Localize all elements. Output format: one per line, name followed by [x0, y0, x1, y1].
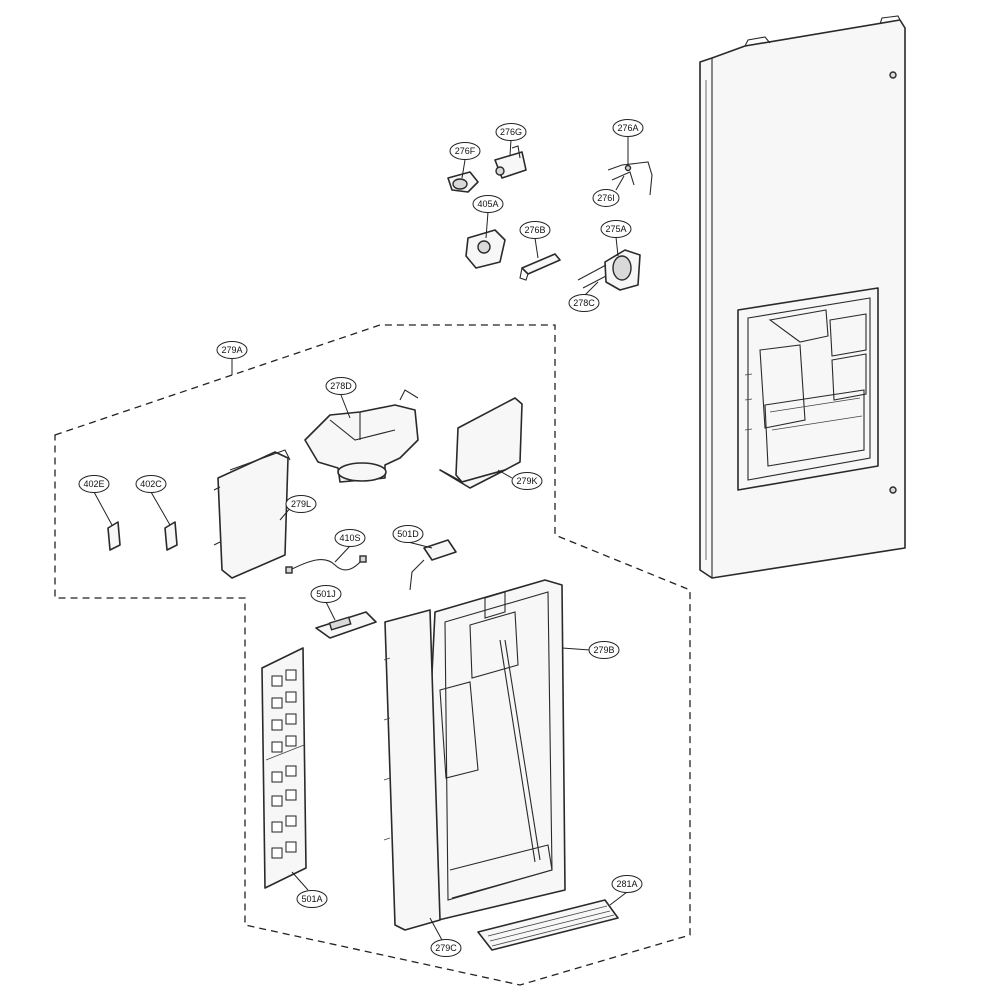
label-278D: 278D: [325, 377, 357, 395]
part-501A: [261, 647, 307, 889]
label-279L: 279L: [285, 495, 317, 513]
label-402E: 402E: [78, 475, 110, 493]
label-276A: 276A: [612, 119, 644, 137]
part-279B: [419, 579, 566, 923]
part-279K: [439, 397, 523, 489]
part-279C: [383, 609, 441, 931]
label-501D: 501D: [392, 525, 424, 543]
svg-text:276A: 276A: [617, 123, 638, 133]
svg-text:276B: 276B: [524, 225, 545, 235]
svg-text:279L: 279L: [291, 499, 311, 509]
label-410S: 410S: [334, 529, 366, 547]
label-278C: 278C: [568, 294, 600, 312]
svg-text:279B: 279B: [593, 645, 614, 655]
svg-text:276F: 276F: [455, 146, 476, 156]
svg-text:279A: 279A: [221, 345, 242, 355]
part-410S: [285, 555, 367, 574]
assembly-boundary-279A: [54, 324, 691, 986]
label-405A: 405A: [472, 195, 504, 213]
svg-text:501D: 501D: [397, 529, 419, 539]
label-501A: 501A: [296, 890, 328, 908]
svg-text:501J: 501J: [316, 589, 336, 599]
svg-text:410S: 410S: [339, 533, 360, 543]
svg-text:281A: 281A: [616, 879, 637, 889]
svg-text:279K: 279K: [516, 476, 537, 486]
svg-text:405A: 405A: [477, 199, 498, 209]
label-276G: 276G: [495, 123, 527, 141]
part-281A: [477, 899, 619, 951]
label-501J: 501J: [310, 585, 342, 603]
leader-lines: [93, 136, 629, 941]
svg-text:278D: 278D: [330, 381, 352, 391]
part-279L: [213, 449, 291, 579]
refrigerator-door-panel: [699, 15, 906, 579]
svg-text:276G: 276G: [500, 127, 522, 137]
part-276B: [519, 253, 561, 281]
label-281A: 281A: [611, 875, 643, 893]
label-275A: 275A: [600, 220, 632, 238]
part-275A-278C: [577, 249, 641, 291]
svg-text:276I: 276I: [597, 193, 615, 203]
label-279C: 279C: [430, 939, 462, 957]
svg-text:279C: 279C: [435, 943, 457, 953]
label-279B: 279B: [588, 641, 620, 659]
label-279K: 279K: [511, 472, 543, 490]
part-501D: [409, 539, 457, 591]
label-402C: 402C: [135, 475, 167, 493]
svg-text:275A: 275A: [605, 224, 626, 234]
svg-text:402C: 402C: [140, 479, 162, 489]
part-276F: [447, 171, 479, 193]
part-402C: [164, 521, 178, 551]
label-276F: 276F: [449, 142, 481, 160]
svg-text:402E: 402E: [83, 479, 104, 489]
label-279A: 279A: [216, 341, 248, 359]
label-276I: 276I: [592, 189, 620, 207]
part-276G: [494, 145, 527, 179]
part-402E: [107, 521, 121, 551]
display-buttons: [271, 669, 297, 859]
svg-text:501A: 501A: [301, 894, 322, 904]
part-276A-276I: [607, 161, 653, 196]
part-501J: [315, 611, 377, 639]
label-276B: 276B: [519, 221, 551, 239]
part-405A: [465, 229, 506, 269]
part-278D: [304, 389, 419, 483]
svg-text:278C: 278C: [573, 298, 595, 308]
